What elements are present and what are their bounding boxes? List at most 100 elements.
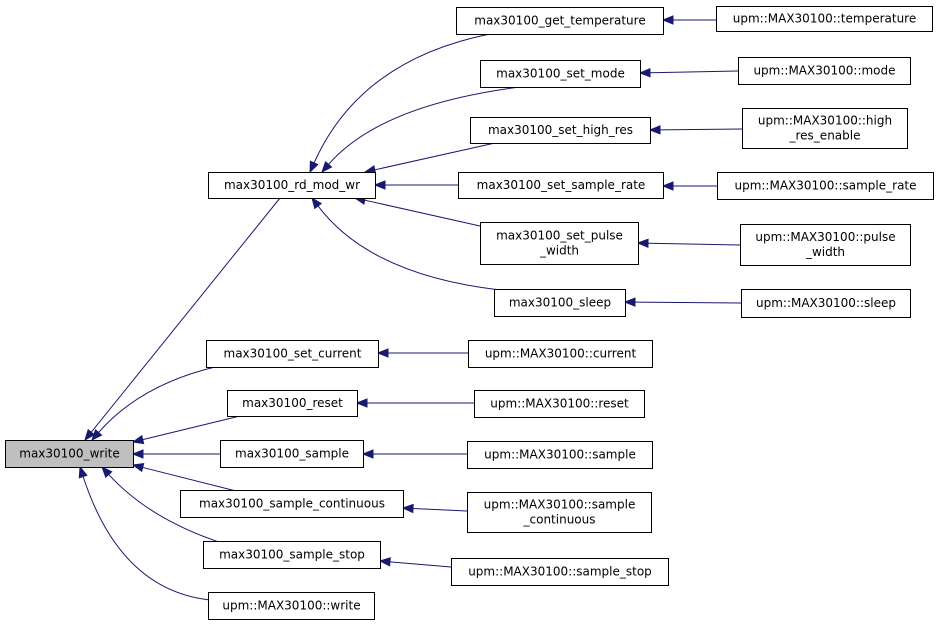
node-box [740, 224, 911, 266]
node-label: upm::MAX30100::sample_rate [734, 179, 916, 193]
arrowhead [623, 297, 636, 307]
node-set-pulse-width[interactable]: max30100_set_pulse_width [480, 222, 639, 265]
node-label: max30100_sample_stop [219, 548, 365, 562]
node-box [470, 117, 651, 144]
node-root[interactable]: max30100_write [5, 440, 134, 468]
node-box [208, 172, 376, 199]
node-box [227, 390, 358, 417]
edge-set_pulse_width-to-rd_mod_wr [353, 195, 481, 227]
node-label: max30100_rd_mod_wr [224, 178, 360, 192]
arrowhead [373, 180, 386, 190]
edge-upm_sample_continuous-to-sample_continuous [401, 503, 468, 514]
node-get-temperature[interactable]: max30100_get_temperature [456, 7, 664, 35]
edge-sample-to-root [131, 449, 220, 459]
node-box [220, 440, 364, 468]
edge-line [659, 128, 743, 131]
edge-set_high_res-to-rd_mod_wr [363, 142, 496, 175]
edge-line [634, 301, 742, 304]
node-upm-sample-rate[interactable]: upm::MAX30100::sample_rate [717, 172, 934, 200]
edge-line [647, 242, 741, 246]
node-set-sample-rate[interactable]: max30100_set_sample_rate [458, 172, 664, 199]
node-box [741, 289, 911, 318]
node-reset[interactable]: max30100_reset [227, 390, 358, 417]
node-label: upm::MAX30100::sleep [756, 296, 896, 310]
arrowhead [378, 557, 391, 567]
node-label: upm::MAX30100::sample [484, 498, 636, 512]
node-upm-sample-stop[interactable]: upm::MAX30100::sample_stop [451, 558, 669, 586]
edge-sleep-to-rd_mod_wr [311, 196, 501, 291]
node-upm-pulse-width[interactable]: upm::MAX30100::pulse_width [740, 224, 911, 266]
graph-nodes: max30100_write max30100_rd_mod_wr max30100… [5, 6, 934, 620]
arrowhead [84, 428, 96, 442]
edge-line [374, 142, 496, 171]
edge-upm_write-to-root [78, 465, 211, 601]
edge-line [90, 197, 281, 433]
node-upm-high-res[interactable]: upm::MAX30100::high_res_enable [742, 108, 908, 149]
graph-edges [78, 15, 743, 601]
node-box [206, 340, 379, 368]
arrowhead [638, 68, 651, 78]
edge-line [364, 199, 481, 227]
node-label: upm::MAX30100::current [485, 347, 637, 361]
node-upm-sleep[interactable]: upm::MAX30100::sleep [741, 289, 911, 318]
arrowhead [91, 428, 103, 442]
edge-line [313, 33, 491, 164]
node-rd-mod-wr[interactable]: max30100_rd_mod_wr [208, 172, 376, 199]
node-sample[interactable]: max30100_sample [220, 440, 364, 468]
arrowhead [361, 449, 374, 459]
edge-upm_pulse_width-to-set_pulse_width [636, 238, 741, 248]
node-box [5, 440, 134, 468]
edge-line [412, 507, 468, 512]
node-set-current[interactable]: max30100_set_current [206, 340, 379, 368]
edge-upm_sample_rate-to-set_sample_rate [661, 181, 717, 191]
edge-line [108, 474, 226, 545]
edge-line [389, 561, 452, 568]
arrowhead [636, 238, 649, 248]
node-sleep[interactable]: max30100_sleep [494, 289, 626, 317]
node-box [180, 490, 404, 518]
node-upm-reset[interactable]: upm::MAX30100::reset [474, 390, 645, 418]
node-upm-write[interactable]: upm::MAX30100::write [208, 592, 375, 620]
node-label: upm::MAX30100::sample_stop [468, 565, 652, 579]
node-box [494, 289, 626, 317]
edge-line [142, 415, 241, 441]
node-upm-sample[interactable]: upm::MAX30100::sample [467, 441, 653, 469]
node-upm-mode[interactable]: upm::MAX30100::mode [738, 57, 911, 85]
node-label: max30100_sample [235, 447, 349, 461]
node-label: upm::MAX30100::sample [484, 448, 636, 462]
node-label: upm::MAX30100::reset [490, 397, 629, 411]
node-upm-current[interactable]: upm::MAX30100::current [468, 340, 653, 368]
node-sample-stop[interactable]: max30100_sample_stop [203, 541, 381, 569]
edge-line [142, 466, 241, 493]
node-label: max30100_set_pulse [496, 229, 623, 243]
edge-sample_stop-to-root [101, 466, 226, 545]
node-sample-continuous[interactable]: max30100_sample_continuous [180, 490, 404, 518]
node-label: upm::MAX30100::write [222, 599, 360, 613]
arrowhead [309, 160, 319, 174]
edge-upm_sample-to-sample [361, 449, 467, 459]
node-box [717, 172, 934, 200]
node-set-mode[interactable]: max30100_set_mode [480, 60, 641, 88]
edge-set_sample_rate-to-rd_mod_wr [373, 180, 458, 190]
node-box [480, 222, 639, 265]
edge-line [328, 86, 521, 165]
edge-upm_sample_stop-to-sample_stop [378, 557, 452, 568]
arrowhead [648, 125, 661, 135]
arrowhead [376, 348, 389, 358]
arrowhead [78, 465, 88, 479]
arrowhead [401, 503, 414, 514]
node-label: upm::MAX30100::temperature [733, 12, 916, 26]
node-label: _width [805, 245, 845, 259]
arrowhead [661, 15, 674, 25]
arrowhead [661, 181, 674, 191]
node-upm-temperature[interactable]: upm::MAX30100::temperature [716, 6, 933, 32]
arrowhead [311, 196, 323, 210]
arrowhead [101, 466, 113, 478]
arrowhead [131, 449, 144, 459]
node-set-high-res[interactable]: max30100_set_high_res [470, 117, 651, 144]
node-label: max30100_sample_continuous [199, 497, 385, 511]
node-upm-sample-continuous[interactable]: upm::MAX30100::sample_continuous [467, 492, 652, 533]
node-label: max30100_set_mode [496, 67, 625, 81]
arrowhead [355, 398, 368, 408]
node-box [458, 172, 664, 199]
